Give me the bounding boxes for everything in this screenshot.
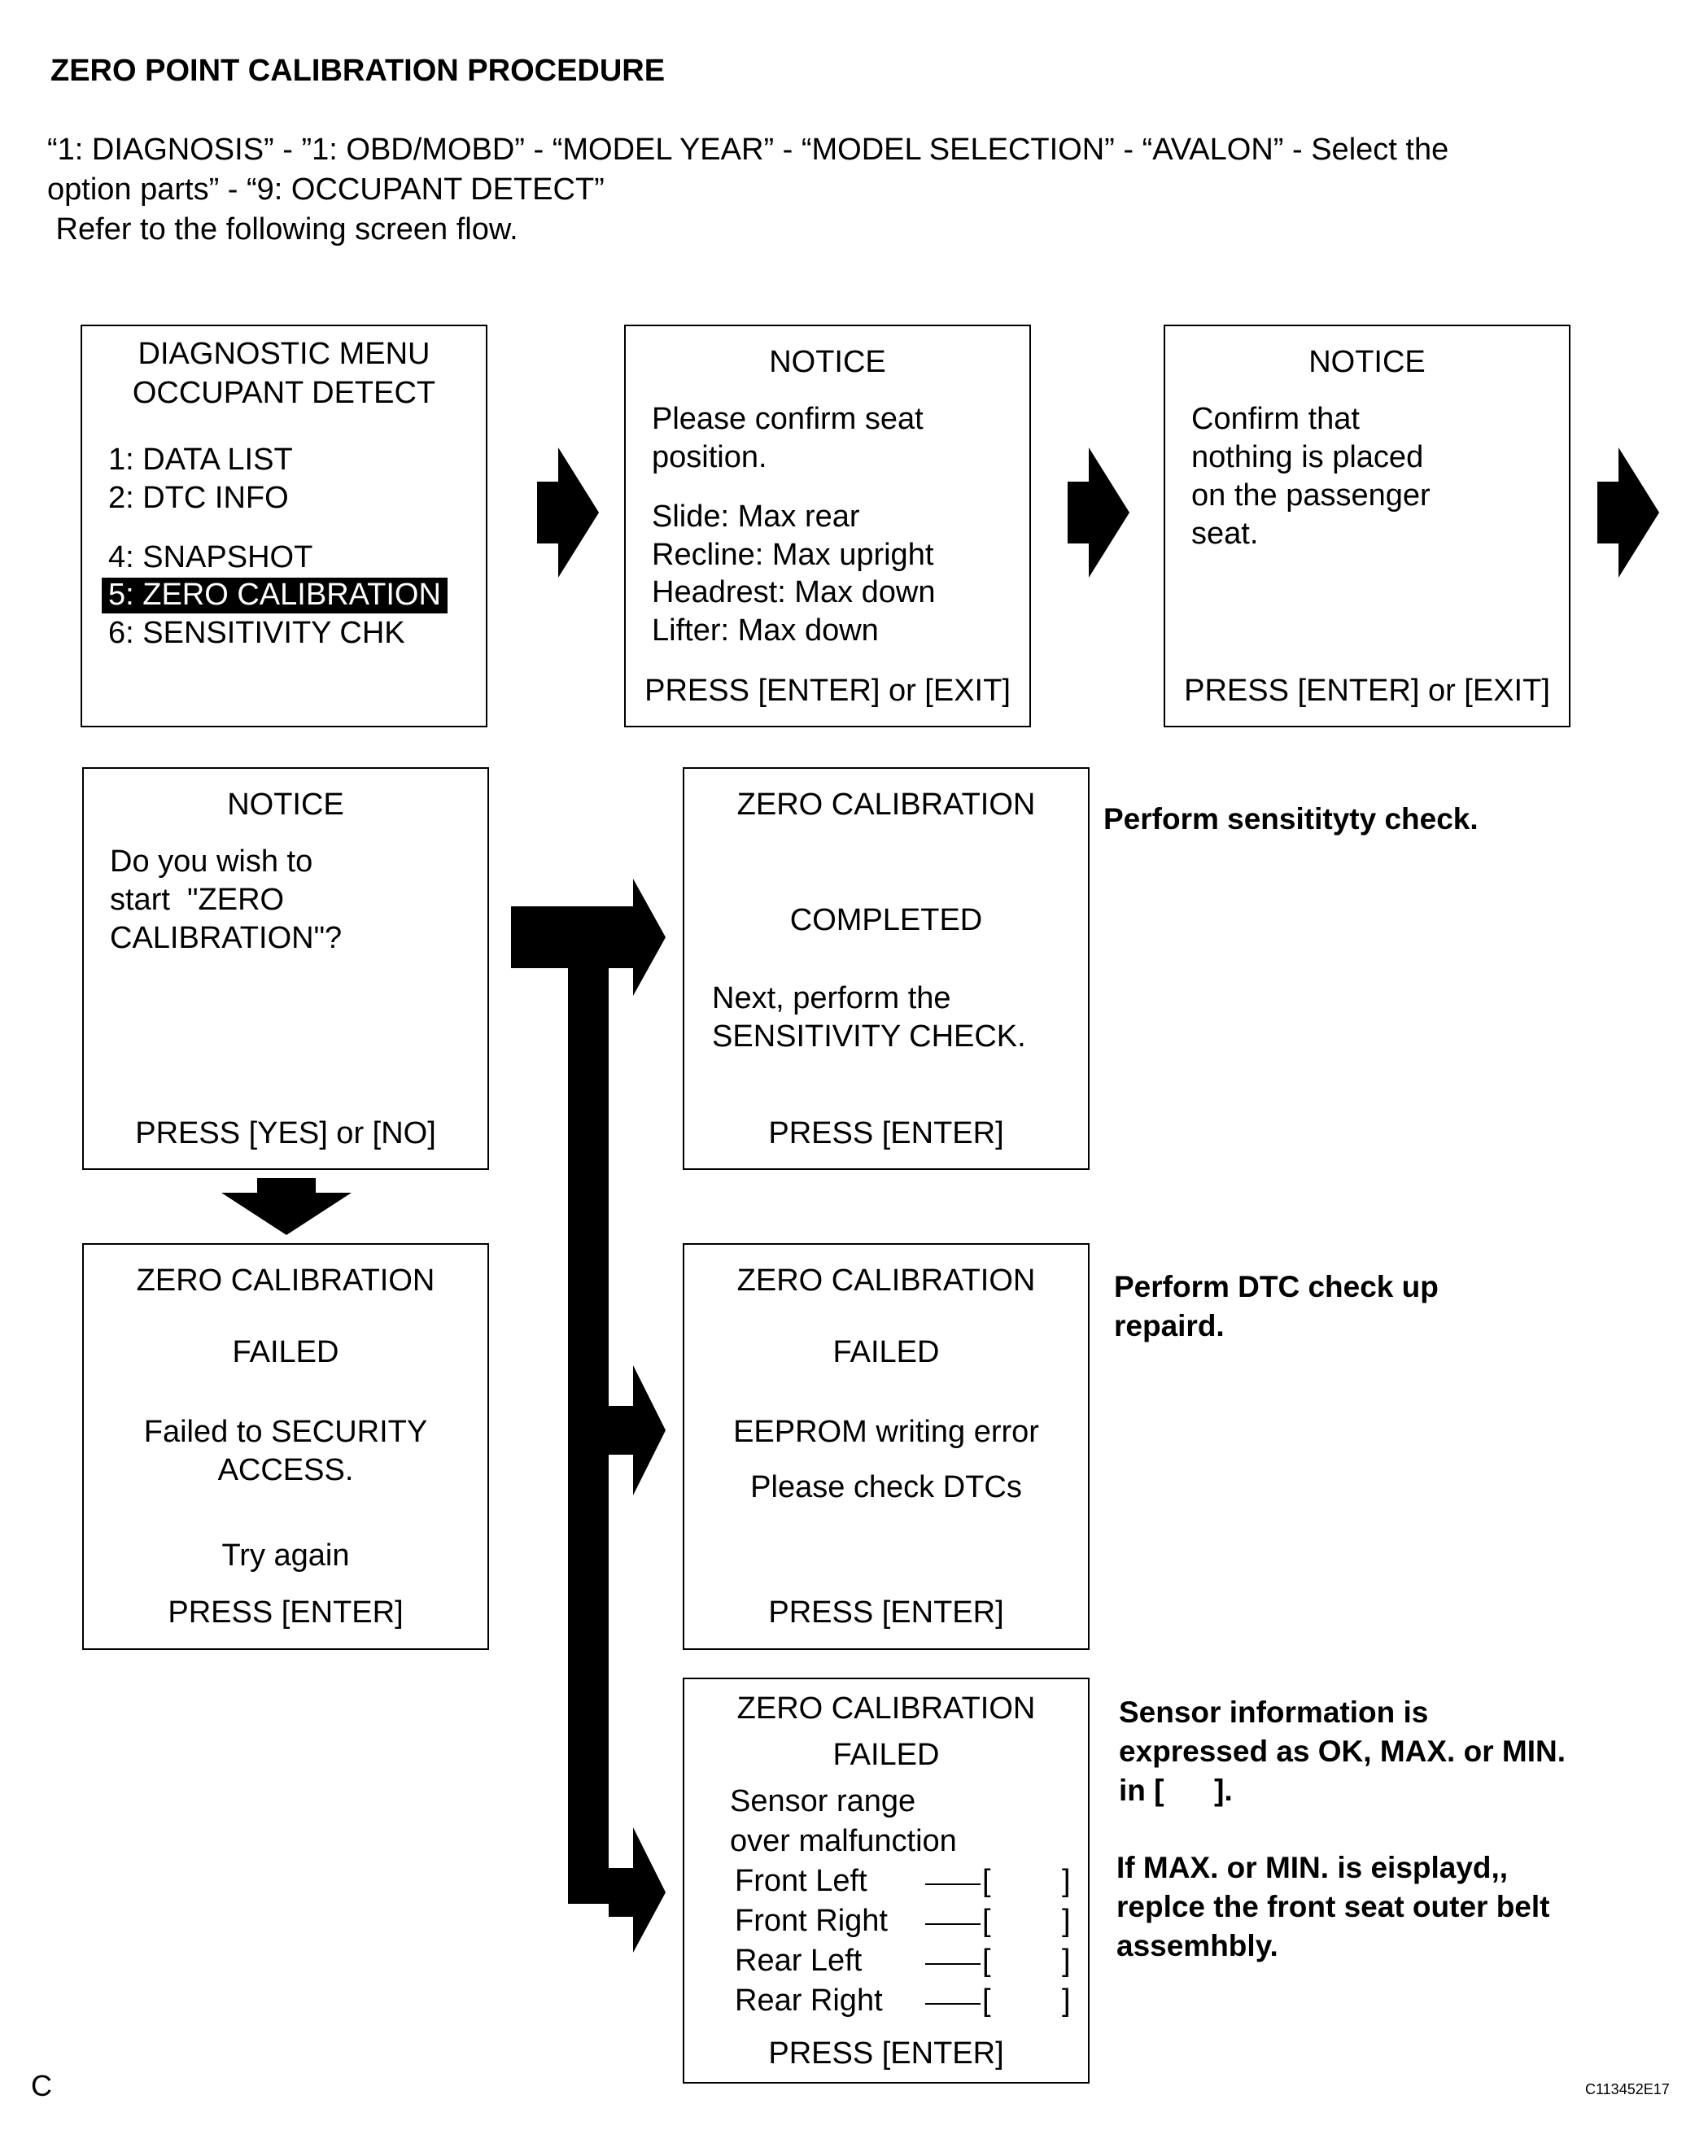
screen-line: EEPROM writing error — [733, 1415, 1039, 1449]
notice-line: CALIBRATION"? — [110, 921, 343, 955]
notice-line: start "ZERO — [110, 883, 285, 917]
note-eeprom-line-2: repaird. — [1114, 1309, 1225, 1342]
screen-notice-start-calibration: NOTICE Do you wish to start "ZERO CALIBR… — [82, 767, 489, 1170]
menu-item-snapshot[interactable]: 4: SNAPSHOT — [108, 540, 313, 574]
sensor-label-rear-right: Rear Right — [735, 1984, 883, 2018]
screen-title: ZERO CALIBRATION — [736, 1691, 1036, 1726]
flow-arrow-down-icon — [221, 1178, 352, 1235]
note-sensor-line-1: Sensor information is — [1119, 1696, 1429, 1729]
note-sensor-line-3: in [ ]. — [1119, 1774, 1233, 1807]
page-title: ZERO POINT CALIBRATION PROCEDURE — [50, 54, 666, 88]
intro-line-2: option parts” - “9: OCCUPANT DETECT” — [47, 172, 605, 207]
note-sensor-line-2: expressed as OK, MAX. or MIN. — [1119, 1735, 1566, 1768]
flow-arrow-right-icon — [1068, 447, 1129, 578]
sensor-label-front-right: Front Right — [735, 1904, 888, 1938]
flow-arrow-right-icon — [537, 447, 599, 578]
screen-line: over malfunction — [730, 1824, 957, 1858]
notice-title: NOTICE — [1308, 345, 1426, 379]
menu-title-1: DIAGNOSTIC MENU — [138, 337, 430, 371]
corner-label: C — [31, 2069, 52, 2102]
figure-code: C113452E17 — [1585, 2081, 1670, 2097]
screen-title: ZERO CALIBRATION — [136, 1263, 435, 1298]
menu-item-data-list[interactable]: 1: DATA LIST — [108, 443, 293, 477]
screen-line: Sensor range — [730, 1784, 916, 1818]
notice-line: seat. — [1191, 517, 1259, 551]
screen-notice-seat-position: NOTICE Please confirm seat position. Sli… — [624, 325, 1031, 727]
note-sensor-line-5: replce the front seat outer belt — [1116, 1890, 1550, 1923]
sensor-bracket-open: [ — [982, 1944, 991, 1978]
notice-line: nothing is placed — [1191, 440, 1424, 474]
screen-title: ZERO CALIBRATION — [736, 788, 1036, 822]
notice-line: Slide: Max rear — [652, 500, 860, 534]
sensor-leader-line — [925, 2003, 981, 2005]
sensor-label-front-left: Front Left — [735, 1864, 867, 1898]
screen-footer: PRESS [ENTER] — [768, 1595, 1004, 1630]
screen-line: Try again — [221, 1538, 350, 1573]
status-text: COMPLETED — [789, 903, 983, 937]
screen-failed-sensor-range: ZERO CALIBRATION FAILED Sensor range ove… — [683, 1678, 1090, 2084]
notice-footer: PRESS [ENTER] or [EXIT] — [644, 674, 1011, 708]
sensor-label-rear-left: Rear Left — [735, 1944, 863, 1978]
intro-line-3: Refer to the following screen flow. — [47, 212, 518, 247]
screen-notice-empty-seat: NOTICE Confirm that nothing is placed on… — [1164, 325, 1570, 727]
screen-line: Please check DTCs — [750, 1470, 1022, 1504]
screen-calibration-completed: ZERO CALIBRATION COMPLETED Next, perform… — [683, 767, 1090, 1170]
status-text: FAILED — [832, 1738, 940, 1772]
notice-line: Recline: Max upright — [652, 538, 934, 572]
notice-line: Please confirm seat — [652, 402, 924, 436]
screen-line: Next, perform the — [712, 981, 951, 1015]
sensor-leader-line — [925, 1963, 981, 1965]
notice-line: Headrest: Max down — [652, 575, 936, 609]
notice-footer: PRESS [YES] or [NO] — [135, 1116, 436, 1150]
screen-line: SENSITIVITY CHECK. — [712, 1019, 1026, 1054]
notice-title: NOTICE — [769, 345, 886, 379]
note-eeprom-line-1: Perform DTC check up — [1114, 1270, 1439, 1303]
sensor-bracket-open: [ — [982, 1984, 991, 2018]
screen-footer: PRESS [ENTER] — [168, 1595, 404, 1630]
note-sensor-line-6: assemhbly. — [1116, 1929, 1278, 1962]
sensor-bracket-close: ] — [1062, 1864, 1071, 1898]
screen-footer: PRESS [ENTER] — [768, 2036, 1004, 2071]
sensor-bracket-open: [ — [982, 1904, 991, 1938]
note-completed: Perform sensitityty check. — [1103, 802, 1479, 836]
intro-text: “1: DIAGNOSIS” - ”1: OBD/MOBD” - “MODEL … — [47, 130, 1448, 250]
menu-item-selected-highlight: 5: ZERO CALIBRATION — [102, 578, 448, 613]
menu-item-dtc-info[interactable]: 2: DTC INFO — [108, 481, 289, 515]
sensor-leader-line — [925, 1923, 981, 1925]
menu-item-sensitivity-chk[interactable]: 6: SENSITIVITY CHK — [108, 616, 405, 650]
status-text: FAILED — [232, 1335, 339, 1369]
sensor-bracket-close: ] — [1062, 1944, 1071, 1978]
notice-footer: PRESS [ENTER] or [EXIT] — [1184, 674, 1550, 708]
intro-line-1: “1: DIAGNOSIS” - ”1: OBD/MOBD” - “MODEL … — [47, 133, 1449, 167]
sensor-bracket-open: [ — [982, 1864, 991, 1898]
notice-line: Do you wish to — [110, 845, 313, 879]
screen-line: ACCESS. — [217, 1453, 354, 1487]
flow-arrow-right-icon — [1597, 447, 1659, 578]
screen-title: ZERO CALIBRATION — [736, 1263, 1036, 1298]
branch-arrow-icon — [511, 879, 666, 1953]
status-text: FAILED — [832, 1335, 940, 1369]
notice-line: Lifter: Max down — [652, 613, 879, 648]
note-sensor-line-4: If MAX. or MIN. is eisplayd,, — [1116, 1851, 1509, 1884]
menu-title-2: OCCUPANT DETECT — [132, 376, 436, 410]
notice-line: Confirm that — [1191, 402, 1360, 436]
sensor-bracket-close: ] — [1062, 1904, 1071, 1938]
screen-failed-security: ZERO CALIBRATION FAILED Failed to SECURI… — [82, 1243, 489, 1650]
notice-line: on the passenger — [1191, 478, 1431, 513]
sensor-bracket-close: ] — [1062, 1984, 1071, 2018]
menu-item-zero-calibration[interactable]: 5: ZERO CALIBRATION — [102, 577, 448, 614]
screen-diagnostic-menu: DIAGNOSTIC MENU OCCUPANT DETECT 1: DATA … — [81, 325, 487, 727]
screen-failed-eeprom: ZERO CALIBRATION FAILED EEPROM writing e… — [683, 1243, 1090, 1650]
notice-line: position. — [652, 440, 767, 474]
screen-line: Failed to SECURITY — [143, 1415, 428, 1449]
sensor-leader-line — [925, 1883, 981, 1885]
notice-title: NOTICE — [227, 788, 344, 822]
screen-footer: PRESS [ENTER] — [768, 1116, 1004, 1150]
